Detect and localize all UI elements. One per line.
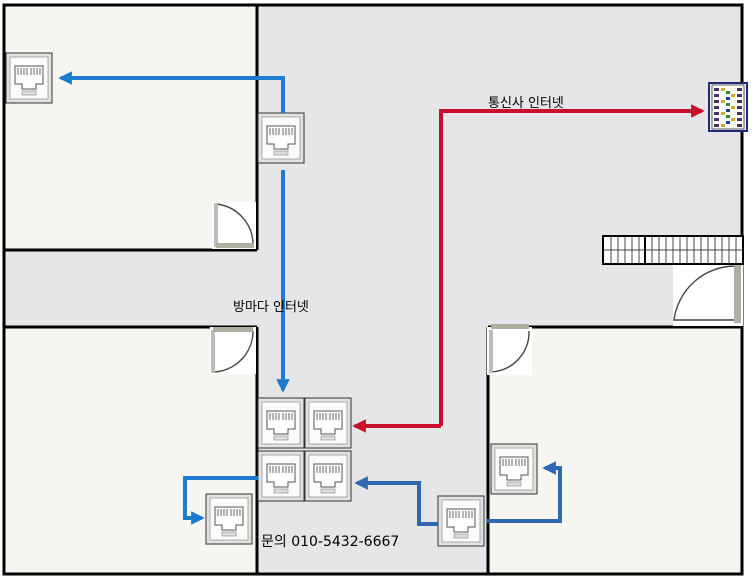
door-swing-icon — [487, 324, 532, 375]
hallway-left-floor — [5, 250, 257, 327]
ethernet-port-icon — [257, 112, 305, 164]
contact-phone-label: 문의 010-5432-6667 — [261, 534, 400, 550]
room-line-bottom-left — [183, 476, 258, 525]
door-swing-icon — [210, 327, 256, 374]
door-swing-icon — [673, 265, 743, 326]
room-line-bottom-right — [487, 461, 562, 523]
door-swing-icon — [212, 202, 256, 249]
patch-panel-icon — [708, 82, 748, 132]
isp-internet-label: 통신사 인터넷 — [488, 96, 564, 111]
ethernet-port-icon — [437, 495, 485, 547]
ethernet-port-icon — [205, 493, 253, 545]
ethernet-port-icon — [5, 52, 53, 104]
room-line-top-left — [58, 71, 285, 113]
hallway-upper-floor — [257, 5, 742, 326]
ethernet-port-icon — [490, 443, 538, 495]
ethernet-port-icon — [304, 450, 352, 502]
room-line-to-hub — [354, 476, 438, 526]
room-internet-label: 방마다 인터넷 — [233, 300, 309, 315]
ethernet-port-icon — [257, 397, 305, 449]
ethernet-port-icon — [257, 450, 305, 502]
ethernet-port-icon — [304, 397, 352, 449]
switch-hub-icon — [602, 235, 744, 265]
isp-line-to-panel — [439, 104, 705, 426]
